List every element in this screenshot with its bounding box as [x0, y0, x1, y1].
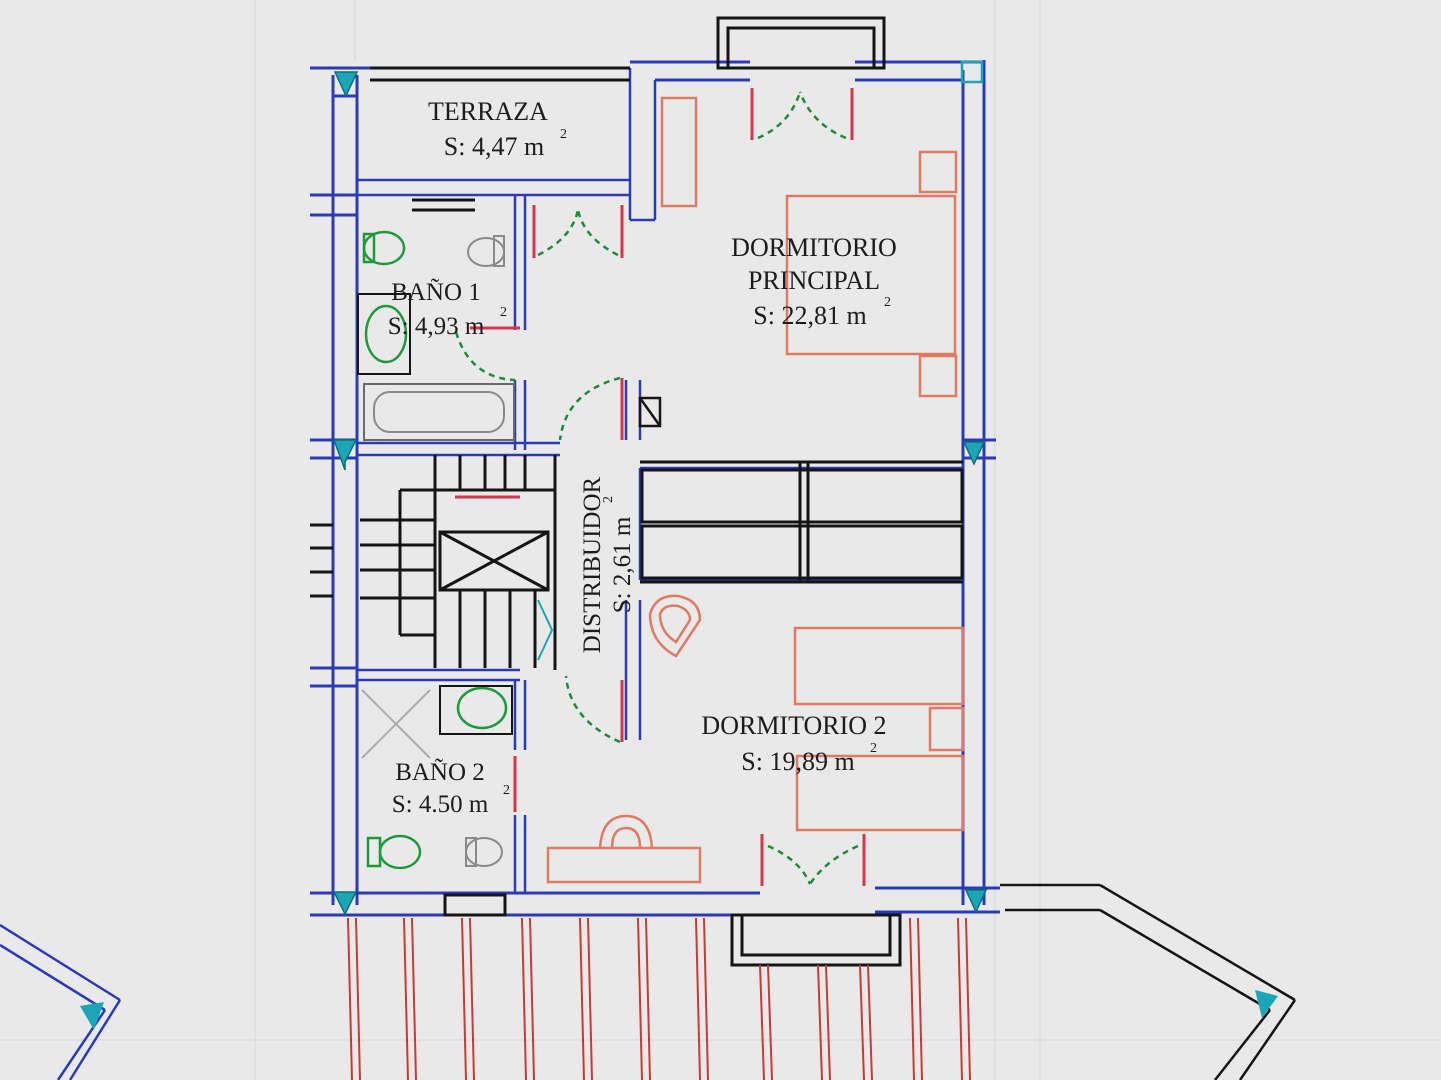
dormitorio-principal-area: S: 22,81 m: [753, 301, 866, 330]
dormitorio-principal-name-1: DORMITORIO: [731, 233, 897, 262]
left-terrace-column: [80, 1002, 104, 1030]
door-swings: [454, 91, 859, 885]
terraza-name: TERRAZA: [428, 97, 548, 126]
right-balcony: [1000, 883, 1297, 1080]
terraza-outline: [370, 66, 630, 212]
left-terrace: [0, 923, 122, 1080]
columns: [332, 60, 988, 916]
bano-1-name: BAÑO 1: [391, 278, 481, 306]
dormitorio-principal-area-unit: 2: [884, 295, 891, 310]
closets: [640, 460, 964, 584]
distribuidor-name: DISTRIBUIDOR: [579, 476, 606, 653]
sanitary-fixtures: [357, 230, 513, 870]
door-jambs: [470, 88, 866, 886]
right-balcony-column: [1255, 990, 1278, 1018]
distribuidor-area: S: 2,61 m: [609, 516, 636, 613]
room-labels: TERRAZA S: 4,47 m 2 DORMITORIO PRINCIPAL…: [388, 97, 897, 818]
bano-1-area: S: 4,93 m: [388, 313, 485, 340]
vent-shaft: [638, 396, 662, 428]
furniture: [546, 96, 965, 884]
bottom-balcony: [730, 913, 902, 967]
dormitorio-2-area: S: 19,89 m: [741, 747, 854, 776]
staircase: [310, 455, 557, 670]
bano-2-area: S: 4.50 m: [392, 791, 489, 818]
dormitorio-principal-name-2: PRINCIPAL: [748, 266, 880, 295]
terraza-area-unit: 2: [560, 127, 567, 142]
stair-arrow: [537, 599, 554, 661]
fixtures-grey: [361, 235, 515, 867]
bano-2-area-unit: 2: [503, 783, 510, 798]
railings: [347, 917, 971, 1080]
dormitorio-2-area-unit: 2: [870, 741, 877, 756]
dormitorio-2-name: DORMITORIO 2: [701, 711, 886, 740]
bano-1-area-unit: 2: [500, 305, 507, 320]
distribuidor-area-unit: 2: [601, 496, 616, 503]
bano-2-name: BAÑO 2: [395, 758, 485, 786]
bottom-window: [443, 893, 507, 917]
terraza-area: S: 4,47 m: [444, 132, 544, 161]
top-balcony: [716, 16, 886, 70]
